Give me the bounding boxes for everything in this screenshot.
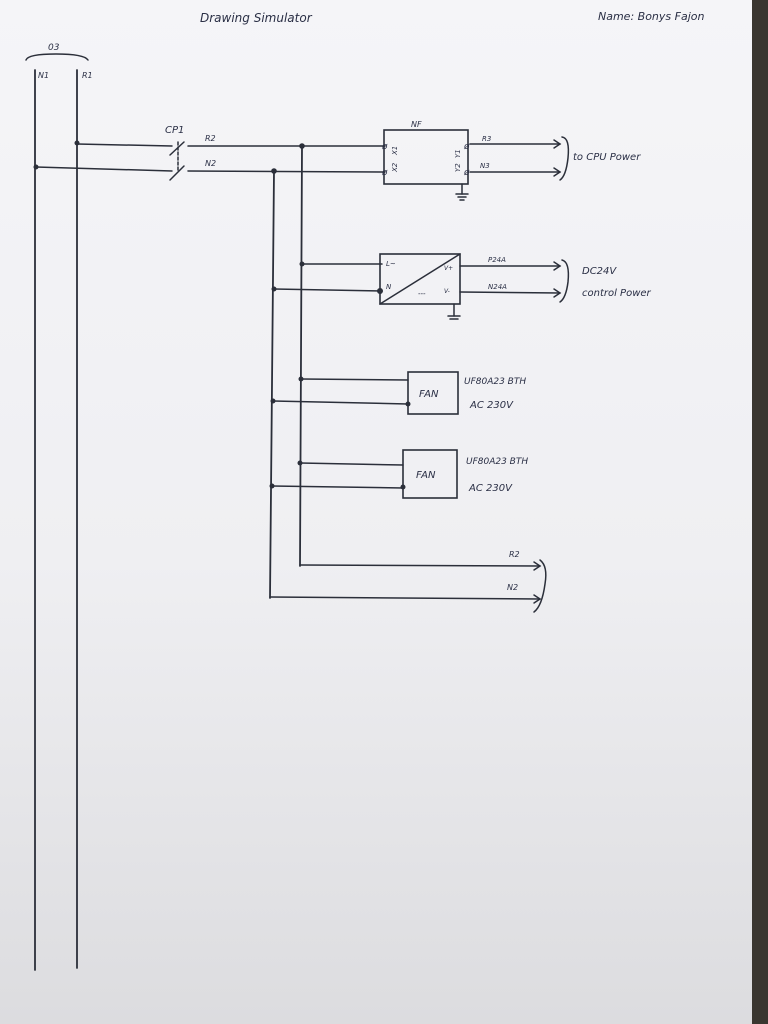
psu-in-phase: L~ (386, 260, 396, 268)
svg-text:ø: ø (381, 142, 388, 152)
psu-destination-line2: control Power (582, 288, 652, 299)
psu-out-pos: V+ (444, 265, 453, 272)
paper (0, 0, 752, 1024)
filter-out-neutral-wire: N3 (480, 162, 490, 170)
fan-1-model: UF80A23 BTH (464, 377, 526, 387)
breaker-out-phase-label: R2 (205, 134, 216, 143)
psu-out-neg-wire: N24A (488, 283, 507, 291)
output-terminals: R2 N2 (269, 550, 547, 613)
fan-2-label: FAN (416, 470, 436, 481)
psu-out-pos-wire: P24A (488, 256, 506, 264)
bus-group-label: 03 (48, 43, 60, 53)
filter-out-neutral: Y2 (454, 163, 462, 172)
phase-riser (299, 145, 303, 567)
svg-text:ø: ø (463, 142, 470, 152)
psu-dc-symbol: --- (418, 290, 426, 298)
filter-destination: to CPU Power (573, 152, 641, 163)
fan-2-model: UF80A23 BTH (466, 457, 528, 467)
fan-2-rating: AC 230V (468, 483, 513, 494)
svg-text:ø: ø (463, 168, 470, 178)
output-phase-label: R2 (509, 550, 520, 559)
fan-1: FAN UF80A23 BTH AC 230V (270, 371, 526, 415)
filter-in-neutral: X2 (391, 162, 399, 173)
psu-destination-line1: DC24V (582, 266, 617, 277)
filter-out-phase-wire: R3 (482, 135, 491, 143)
power-supply: L~ N V+ V- --- P24A N24A DC24V control P… (271, 253, 652, 320)
breaker-out-neutral-label: N2 (205, 159, 216, 168)
author-name: Name: Bonys Fajon (598, 10, 704, 23)
breaker-label: CP1 (165, 125, 184, 136)
main-bus: 03 N1 R1 (25, 43, 93, 971)
psu-in-neutral: N (386, 283, 392, 291)
bus-neutral-label: N1 (38, 71, 49, 80)
filter-out-phase: Y1 (454, 149, 462, 158)
bus-phase-label: R1 (82, 71, 93, 80)
page-title: Drawing Simulator (200, 11, 313, 25)
secondary-bus (269, 143, 305, 599)
filter-label: NF (411, 120, 422, 129)
fan-1-label: FAN (419, 389, 439, 400)
breaker-cp1: CP1 R2 N2 (35, 125, 386, 181)
noise-filter: NF X1 X2 Y1 Y2 ø ø ø ø R3 N3 to CPU Powe… (381, 120, 641, 201)
output-neutral-label: N2 (507, 583, 518, 592)
fan-2: FAN UF80A23 BTH AC 230V (269, 449, 528, 499)
neutral-riser (269, 170, 275, 599)
filter-in-phase: X1 (391, 146, 399, 156)
svg-text:ø: ø (381, 168, 388, 178)
fan-1-rating: AC 230V (469, 400, 514, 411)
psu-out-neg: V- (444, 288, 450, 295)
